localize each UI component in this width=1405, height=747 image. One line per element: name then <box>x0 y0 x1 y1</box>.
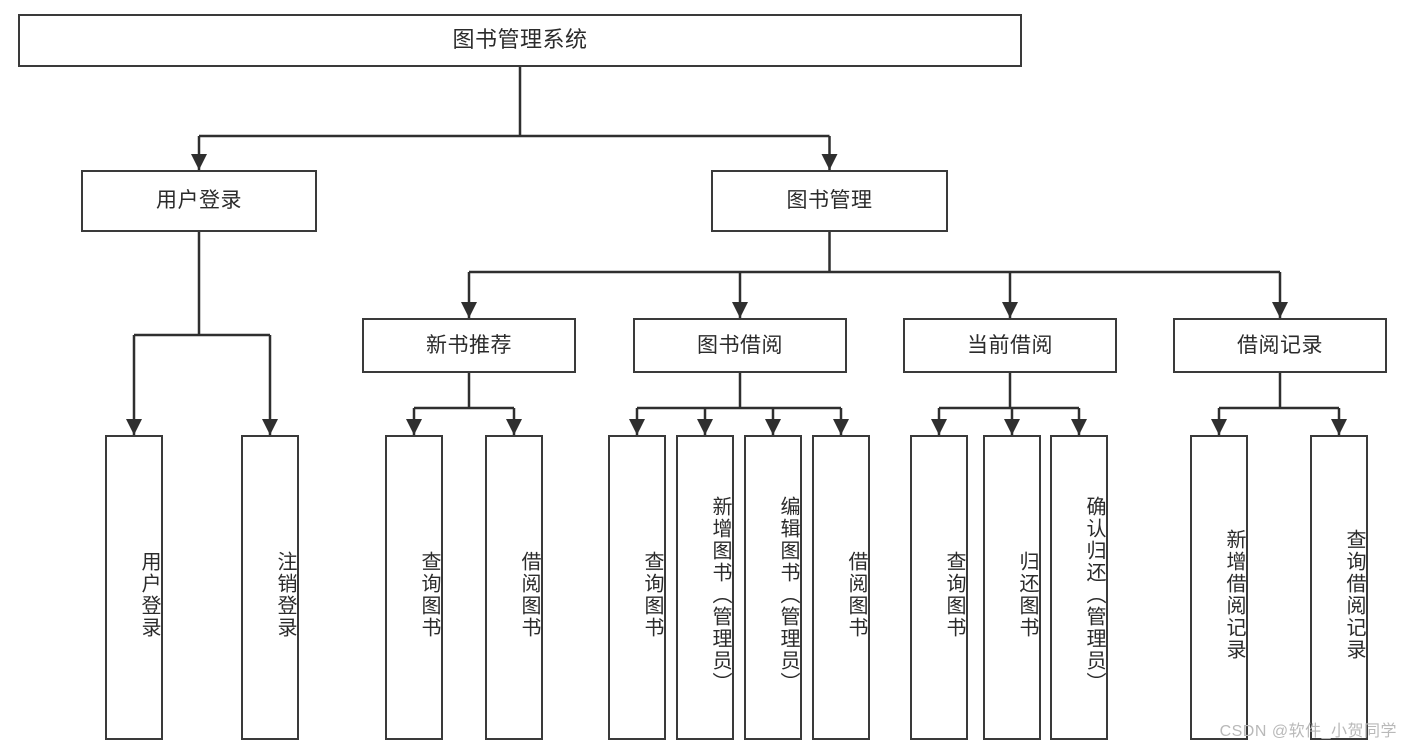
edge-arrowhead <box>126 419 142 435</box>
node-leaf-bw-lend[interactable]: 借阅图书 <box>812 435 870 740</box>
node-leaf-bw-query[interactable]: 查询图书 <box>608 435 666 740</box>
node-leaf-cr-conf[interactable]: 确认归还（管理员） <box>1050 435 1108 740</box>
node-leaf-nb-query[interactable]: 查询图书 <box>385 435 443 740</box>
node-label: 注销登录 <box>274 550 296 639</box>
node-label: 归还图书 <box>1016 550 1038 639</box>
node-leaf-cr-ret[interactable]: 归还图书 <box>983 435 1041 740</box>
node-current[interactable]: 当前借阅 <box>903 318 1117 373</box>
watermark: CSDN @软件_小贺同学 <box>1219 723 1397 740</box>
edge-arrowhead <box>821 154 838 170</box>
edge-arrowhead <box>191 154 207 170</box>
node-label: 新增图书（管理员） <box>709 495 731 694</box>
node-leaf-logout[interactable]: 注销登录 <box>241 435 299 740</box>
node-label: 用户登录 <box>138 550 160 639</box>
node-leaf-rc-query[interactable]: 查询借阅记录 <box>1310 435 1368 740</box>
edge-arrowhead <box>1004 419 1020 435</box>
node-label: 查询图书 <box>418 550 440 639</box>
node-leaf-login[interactable]: 用户登录 <box>105 435 163 740</box>
edge-arrowhead <box>1071 419 1087 435</box>
edge-arrowhead <box>1211 419 1227 435</box>
node-label: 查询借阅记录 <box>1343 528 1365 661</box>
node-leaf-rc-add[interactable]: 新增借阅记录 <box>1190 435 1248 740</box>
node-bookmgmt[interactable]: 图书管理 <box>711 170 948 232</box>
node-leaf-bw-add[interactable]: 新增图书（管理员） <box>676 435 734 740</box>
edge-arrowhead <box>262 419 278 435</box>
node-leaf-cr-query[interactable]: 查询图书 <box>910 435 968 740</box>
node-login[interactable]: 用户登录 <box>81 170 317 232</box>
node-label: 确认归还（管理员） <box>1083 495 1105 694</box>
edge-arrowhead <box>1331 419 1347 435</box>
node-newbook[interactable]: 新书推荐 <box>362 318 576 373</box>
node-root[interactable]: 图书管理系统 <box>18 14 1022 67</box>
edge-arrowhead <box>765 419 781 435</box>
node-label: 用户登录 <box>156 189 242 213</box>
edge-arrowhead <box>506 419 522 435</box>
node-records[interactable]: 借阅记录 <box>1173 318 1387 373</box>
edge-arrowhead <box>1002 302 1018 318</box>
node-label: 图书管理系统 <box>452 27 588 53</box>
node-label: 新书推荐 <box>426 333 512 357</box>
node-label: 借阅图书 <box>518 550 540 639</box>
edge-arrowhead <box>697 419 713 435</box>
node-label: 图书管理 <box>786 189 873 213</box>
edge-arrowhead <box>931 419 947 435</box>
edge-arrowhead <box>1272 302 1288 318</box>
edge-arrowhead <box>461 302 477 318</box>
edge-arrowhead <box>732 302 748 318</box>
node-leaf-bw-edit[interactable]: 编辑图书（管理员） <box>744 435 802 740</box>
node-label: 当前借阅 <box>967 333 1053 357</box>
edge-arrowhead <box>406 419 422 435</box>
node-borrow[interactable]: 图书借阅 <box>633 318 847 373</box>
node-label: 查询图书 <box>943 550 965 639</box>
node-leaf-nb-borrow[interactable]: 借阅图书 <box>485 435 543 740</box>
node-label: 图书借阅 <box>697 333 783 357</box>
node-label: 编辑图书（管理员） <box>777 495 799 694</box>
node-label: 新增借阅记录 <box>1223 528 1245 661</box>
node-label: 借阅记录 <box>1237 333 1323 357</box>
node-label: 借阅图书 <box>845 550 867 639</box>
edge-arrowhead <box>629 419 645 435</box>
node-label: 查询图书 <box>641 550 663 639</box>
edge-arrowhead <box>833 419 849 435</box>
